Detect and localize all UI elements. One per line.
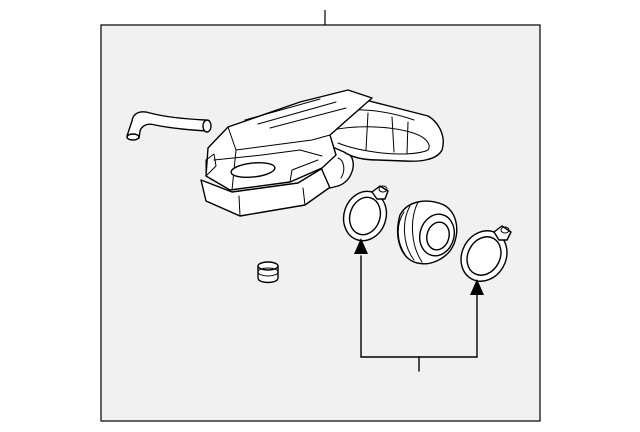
assembly-frame	[100, 24, 541, 422]
air-cleaner-housing-icon	[200, 89, 444, 217]
hose-clamp-inlet-icon	[342, 185, 389, 242]
hose-clamp-outlet-icon	[460, 225, 512, 282]
arrow-up-icon	[354, 238, 368, 254]
clamp-leader-arrows	[354, 238, 484, 372]
intake-duct-coupler-icon	[396, 200, 458, 265]
grommet-icon	[257, 261, 279, 284]
arrow-up-icon	[470, 279, 484, 295]
breather-hose-icon	[126, 111, 212, 141]
